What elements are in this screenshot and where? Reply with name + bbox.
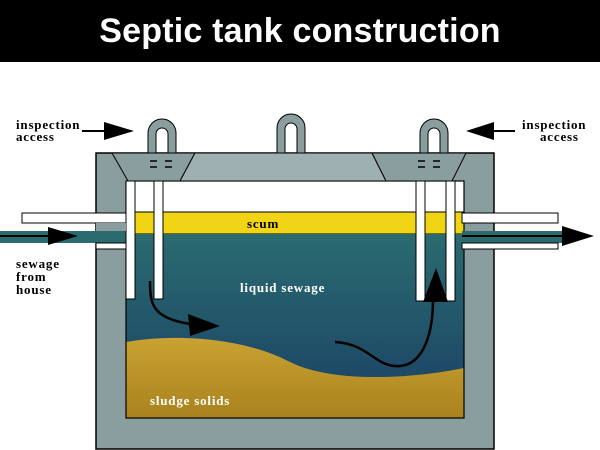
tank-lid — [111, 152, 467, 182]
flow-arrow-up-curve — [334, 268, 448, 368]
svg-text:inspection: inspection — [522, 117, 586, 132]
label-inspection-right: inspection access — [522, 117, 586, 144]
svg-text:sewage: sewage — [16, 256, 60, 271]
svg-text:house: house — [16, 282, 52, 297]
label-liquid-sewage: liquid sewage — [240, 280, 325, 295]
flow-arrow-inlet — [0, 227, 78, 245]
lid-handle-center — [276, 113, 306, 154]
svg-text:access: access — [540, 129, 579, 144]
label-inspection-left: inspection access — [16, 117, 80, 144]
svg-text:inspection: inspection — [16, 117, 80, 132]
scum-layer — [125, 211, 465, 235]
lid-handle-right — [419, 118, 449, 154]
flow-arrow-outlet — [462, 226, 594, 246]
inspection-arrow-left — [82, 122, 134, 140]
flow-arrow-down-curve — [148, 280, 220, 336]
septic-tank-diagram: inspection access inspection access scum… — [0, 113, 594, 450]
title-bar: Septic tank construction — [0, 0, 600, 62]
sludge-layer — [126, 337, 464, 418]
svg-text:access: access — [16, 129, 55, 144]
label-sewage-from-house: sewage from house — [16, 256, 60, 297]
diagram-title: Septic tank construction — [99, 11, 501, 50]
lid-handle-left — [147, 118, 177, 154]
label-sludge-solids: sludge solids — [150, 393, 230, 408]
inspection-arrow-right — [466, 122, 515, 140]
label-scum: scum — [247, 216, 279, 231]
svg-text:from: from — [16, 269, 46, 284]
tank-interior — [125, 180, 465, 419]
